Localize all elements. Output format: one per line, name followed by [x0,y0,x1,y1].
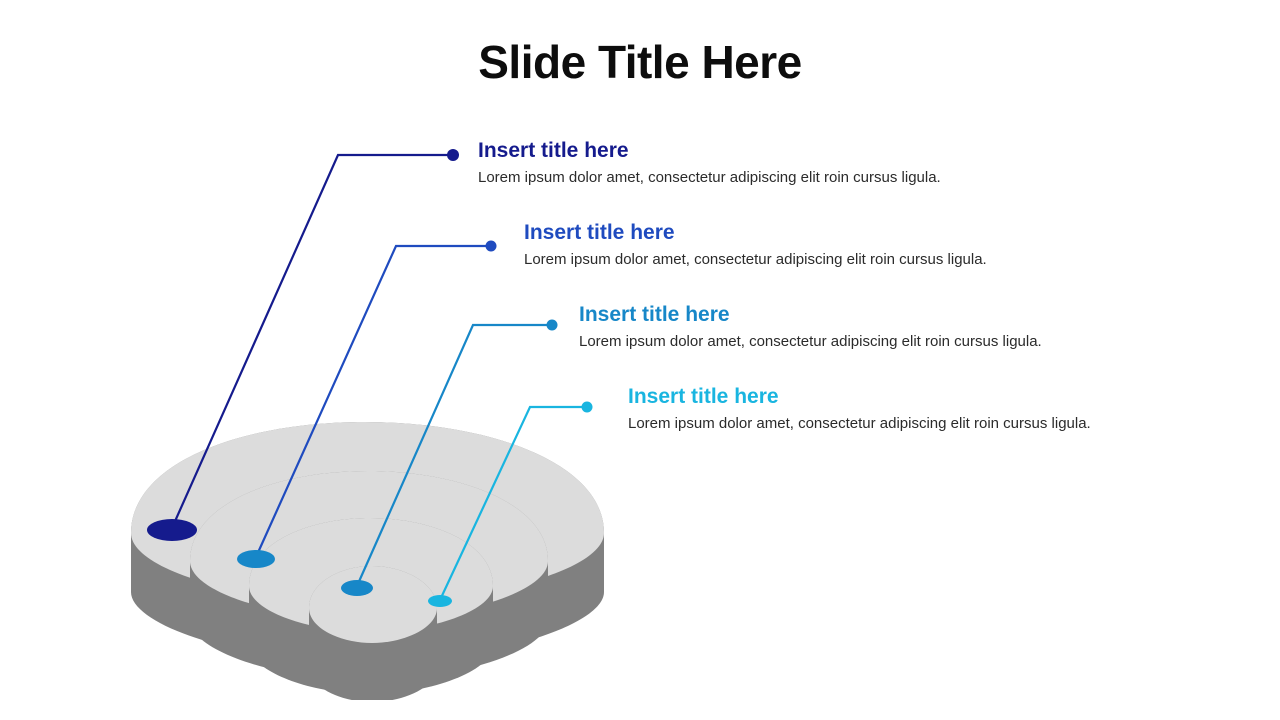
page-title: Slide Title Here [478,36,802,88]
connector-3 [341,319,558,596]
arc-stack-3d [131,422,604,700]
connector-2 [237,240,497,568]
arc-layer-1-side [131,422,604,662]
arc-layer-2 [190,471,548,680]
arc-layer-4 [309,566,437,700]
connector-2-source-marker [237,550,275,568]
connector-3-line [355,323,551,587]
connector-4-source-marker [428,595,452,607]
callout-title-3: Insert title here [579,303,730,326]
connector-2-line [254,244,490,558]
connector-4 [428,401,593,607]
connector-1 [147,149,459,541]
arc-layer-3 [249,518,493,694]
callout-title-2: Insert title here [524,221,675,244]
arc-layer-2-top [190,471,548,619]
callout-block-2: Insert title here Lorem ipsum dolor amet… [524,221,987,270]
connector-4-endpoint-dot [581,401,593,413]
arc-layer-4-side [309,566,437,700]
connector-3-source-marker [341,580,373,596]
arc-layer-1 [131,422,604,662]
connector-4-line [439,405,586,601]
callout-title-1: Insert title here [478,139,629,162]
callout-body-3: Lorem ipsum dolor amet, consectetur adip… [579,333,1042,351]
callout-body-1: Lorem ipsum dolor amet, consectetur adip… [478,169,941,187]
arc-layer-1-top [131,422,604,602]
arc-layer-3-top [249,518,493,632]
arc-layer-2-side [190,471,548,680]
callout-title-4: Insert title here [628,385,779,408]
arc-layer-4-top [309,566,437,643]
callout-block-3: Insert title here Lorem ipsum dolor amet… [579,303,1042,352]
connector-1-endpoint-dot [447,149,459,161]
connector-2-endpoint-dot [485,240,497,252]
connector-3-endpoint-dot [546,319,558,331]
callout-block-1: Insert title here Lorem ipsum dolor amet… [478,139,941,188]
arc-layer-3-side [249,518,493,694]
callout-body-2: Lorem ipsum dolor amet, consectetur adip… [524,251,987,269]
callout-body-4: Lorem ipsum dolor amet, consectetur adip… [628,415,1091,433]
callout-block-4: Insert title here Lorem ipsum dolor amet… [628,385,1091,434]
connector-1-source-marker [147,519,197,541]
connector-1-line [170,153,452,529]
